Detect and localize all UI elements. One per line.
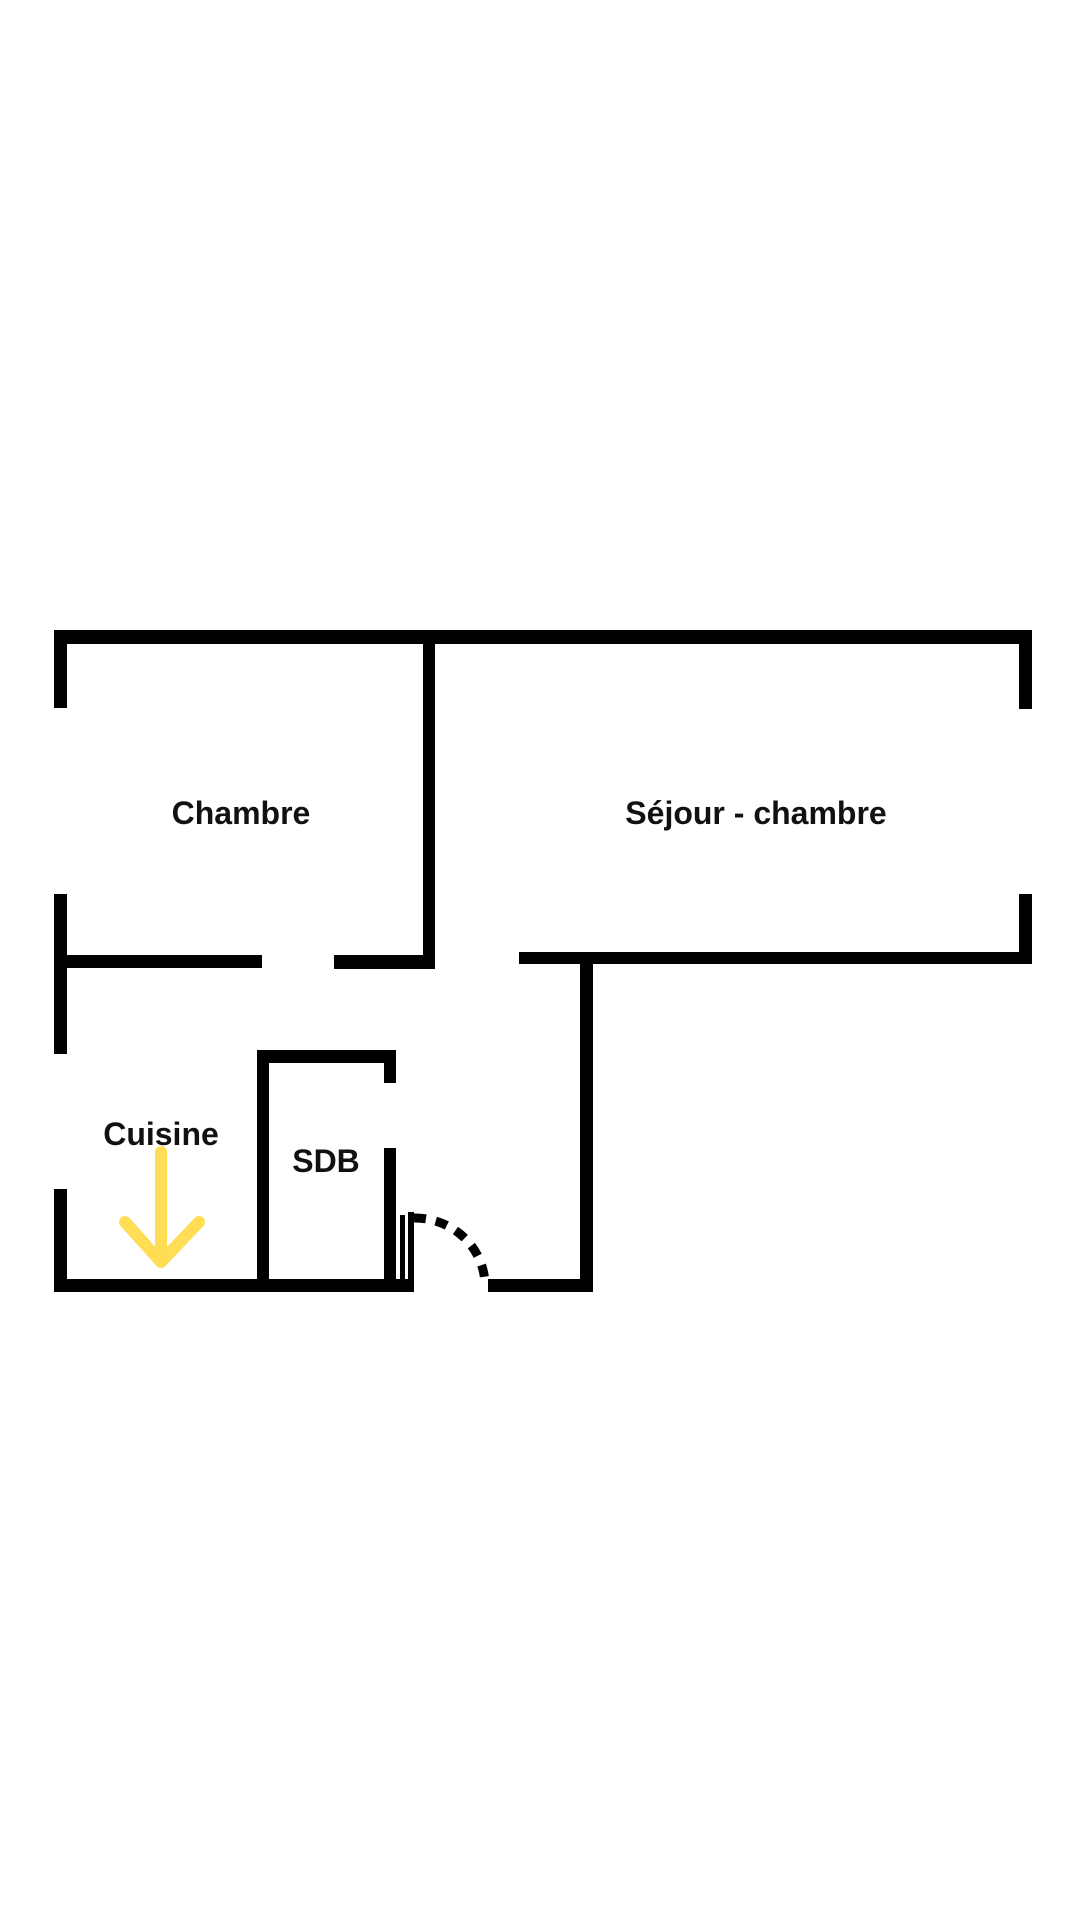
right-wall-lower (1019, 894, 1032, 964)
bottom-wall-right (488, 1279, 593, 1292)
sdb-right-wall-stub (384, 1050, 396, 1083)
bottom-wall-left (54, 1279, 414, 1292)
top-wall (54, 630, 1032, 644)
chambre-bottom-wall-right (334, 955, 435, 969)
right-wall-top (1019, 630, 1032, 709)
chambre-bottom-wall-left (67, 955, 262, 968)
walls (54, 630, 1032, 1292)
corridor-right-wall (580, 958, 593, 1292)
room-label-sejour: Séjour - chambre (625, 795, 886, 831)
sdb-top-wall (257, 1050, 396, 1063)
chambre-sejour-divider (423, 644, 435, 969)
door-swing-arc (413, 1213, 490, 1287)
room-label-cuisine: Cuisine (103, 1116, 219, 1152)
room-label-chambre: Chambre (172, 795, 311, 831)
door-jamb (408, 1212, 414, 1292)
door-leaf (400, 1215, 405, 1292)
room-label-sdb: SDB (292, 1143, 360, 1179)
sejour-bottom-wall (519, 952, 1032, 964)
left-wall-middle (54, 894, 67, 1054)
left-wall-bottom (54, 1189, 67, 1292)
sdb-left-wall (257, 1050, 269, 1292)
sdb-right-wall-lower (384, 1148, 396, 1292)
arrow-down-icon (119, 1146, 205, 1268)
left-wall-top (54, 630, 67, 708)
